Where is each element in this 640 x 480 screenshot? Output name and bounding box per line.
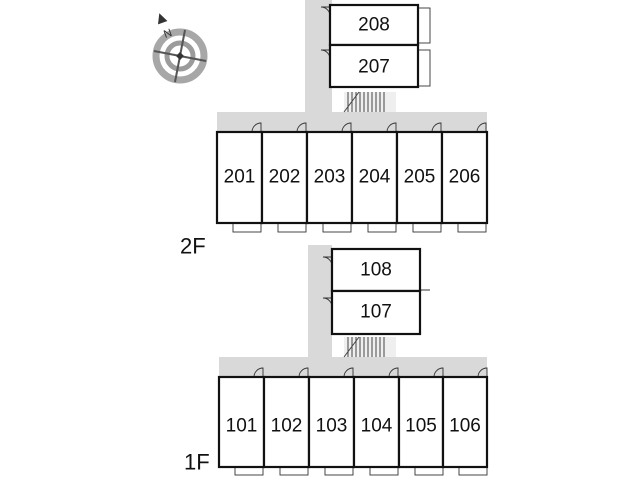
unit-207: 207 [328,43,420,89]
balconies-2f [232,7,487,233]
stairs-2f [343,91,396,113]
floor-label-2f: 2F [180,234,206,259]
unit-label-106: 106 [449,416,481,437]
unit-104: 104 [352,375,401,469]
unit-label-104: 104 [361,416,393,437]
unit-107: 107 [330,289,422,336]
unit-label-103: 103 [316,416,348,437]
unit-202: 202 [260,130,309,225]
unit-label-206: 206 [449,167,481,188]
compass-icon: N [152,13,208,84]
unit-208: 208 [328,3,420,47]
corridor-1f-horizontal [219,357,487,377]
unit-108: 108 [330,247,422,293]
stairs-1f [343,336,396,358]
compass-north-label: N [162,27,174,41]
corridor-2f-horizontal [217,112,487,132]
unit-label-202: 202 [269,167,301,188]
unit-102: 102 [262,375,311,469]
unit-103: 103 [307,375,356,469]
unit-201: 201 [215,130,264,225]
unit-label-102: 102 [271,416,303,437]
unit-105: 105 [397,375,445,469]
floor-label-1f: 1F [184,450,210,475]
unit-label-108: 108 [360,260,392,281]
unit-101: 101 [217,375,266,469]
unit-203: 203 [305,130,354,225]
unit-label-208: 208 [358,15,390,36]
unit-label-207: 207 [358,57,390,78]
unit-205: 205 [395,130,444,225]
unit-label-201: 201 [224,167,256,188]
unit-label-107: 107 [360,302,392,323]
unit-204: 204 [350,130,399,225]
unit-label-101: 101 [226,416,258,437]
floor-2f: 208 207 201 202 203 204 205 206 [180,0,489,259]
unit-label-204: 204 [359,167,391,188]
unit-label-205: 205 [404,167,436,188]
floor-1f: 108 107 101 102 103 104 105 106 [184,245,489,476]
unit-label-105: 105 [405,416,437,437]
unit-206: 206 [440,130,489,225]
corridor-1f-vertical [308,245,332,357]
corridor-2f-vertical [305,0,332,112]
unit-106: 106 [441,375,489,469]
unit-label-203: 203 [314,167,346,188]
